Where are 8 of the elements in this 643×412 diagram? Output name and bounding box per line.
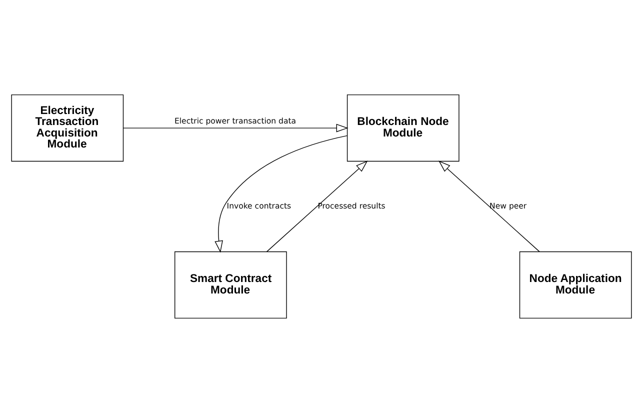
arrow <box>438 160 540 252</box>
arrow <box>123 123 348 132</box>
node-box: Blockchain Node Module <box>346 94 460 162</box>
node-box: Electricity Transaction Acquisition Module <box>11 94 124 162</box>
node-box: Node Application Module <box>519 250 632 318</box>
arrow <box>266 160 368 252</box>
arrow <box>214 134 348 252</box>
node-box: Smart Contract Module <box>174 250 287 318</box>
